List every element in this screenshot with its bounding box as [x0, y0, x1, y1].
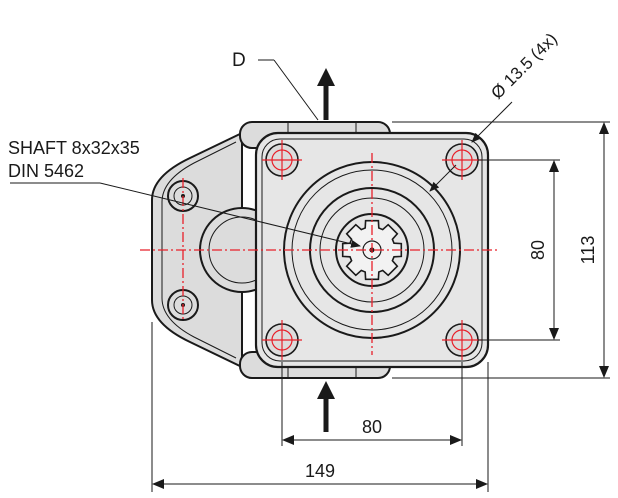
dim-label-80-vertical: 80 [528, 240, 548, 260]
shaft-spec-label: SHAFT 8x32x35 [8, 138, 140, 158]
dimension-113-vertical [392, 121, 610, 379]
arrow-up [317, 68, 335, 120]
mounting-hole-bottom-left [262, 320, 302, 360]
center-lines [140, 153, 500, 355]
view-label-d: D [232, 50, 246, 71]
dim-label-80-horizontal: 80 [362, 417, 382, 437]
shaft-standard-label: DIN 5462 [8, 161, 84, 181]
dimension-149-horizontal [151, 322, 489, 492]
dim-label-113: 113 [578, 236, 598, 265]
dim-label-149: 149 [305, 461, 335, 481]
mounting-hole-bottom-right [442, 320, 482, 360]
mounting-hole-top-left [262, 140, 302, 180]
shaft-leader [10, 182, 361, 248]
view-label-leader [258, 59, 319, 121]
mounting-hole-top-right [442, 140, 482, 180]
arrow-up-bottom [317, 381, 335, 432]
dimension-80-horizontal [281, 362, 463, 446]
hole-diameter-label: Ø 13.5 (4x) [487, 29, 561, 103]
dimension-80-vertical [478, 159, 560, 341]
